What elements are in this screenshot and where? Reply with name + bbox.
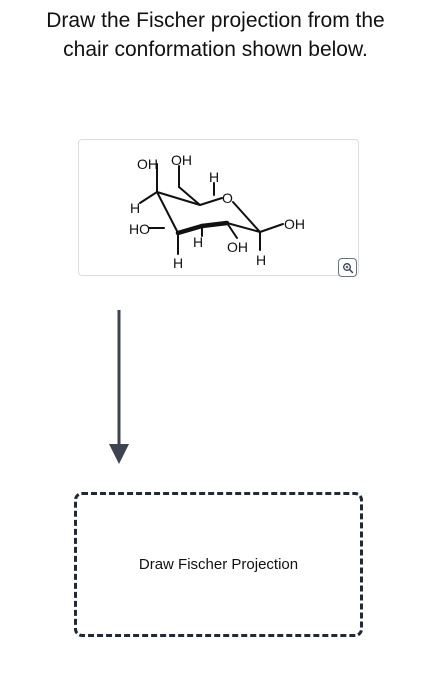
question-line-2: chair conformation shown below. bbox=[63, 38, 368, 61]
label-h-left: H bbox=[130, 200, 140, 216]
chair-structure-drawing: OH OH H HO H O OH H OH H H bbox=[129, 152, 305, 271]
label-oh-bottom: OH bbox=[227, 239, 248, 255]
label-oh-top-right: OH bbox=[171, 152, 192, 168]
bond-c4-c3 bbox=[156, 191, 179, 234]
bond-c1-c2 bbox=[226, 222, 261, 233]
down-arrow-icon bbox=[109, 310, 129, 464]
bond-ring-o-c1 bbox=[232, 201, 261, 233]
bond-c4-c5 bbox=[156, 191, 201, 206]
label-ring-o: O bbox=[222, 190, 233, 206]
label-oh-top-left: OH bbox=[137, 156, 158, 172]
label-h-bottom-right: H bbox=[256, 252, 266, 268]
question-text: Draw the Fischer projection from the cha… bbox=[0, 6, 431, 64]
bond-c2-c1-bold bbox=[199, 220, 230, 229]
bond-c4-h bbox=[139, 191, 158, 204]
bond-c3-c2-bold bbox=[175, 223, 205, 236]
label-h-bottom-left: H bbox=[173, 255, 183, 271]
magnify-icon bbox=[343, 263, 354, 274]
question-line-1: Draw the Fischer projection from the bbox=[46, 9, 385, 32]
dropzone-label: Draw Fischer Projection bbox=[138, 556, 299, 573]
chair-conformation-image: OH OH H HO H O OH H OH H H bbox=[78, 139, 359, 276]
bond-c5-ring-o bbox=[199, 197, 223, 206]
label-h-mid: H bbox=[193, 234, 203, 250]
bond-c5-c6 bbox=[178, 186, 201, 206]
zoom-button[interactable] bbox=[338, 258, 357, 277]
label-oh-right: OH bbox=[284, 216, 305, 232]
bond-c1-oh bbox=[259, 223, 284, 233]
label-h-top-mid: H bbox=[209, 169, 219, 185]
fischer-drawing-area[interactable]: Draw Fischer Projection bbox=[74, 492, 363, 637]
label-ho-left: HO bbox=[129, 221, 150, 237]
bond-c2-oh bbox=[226, 222, 238, 239]
